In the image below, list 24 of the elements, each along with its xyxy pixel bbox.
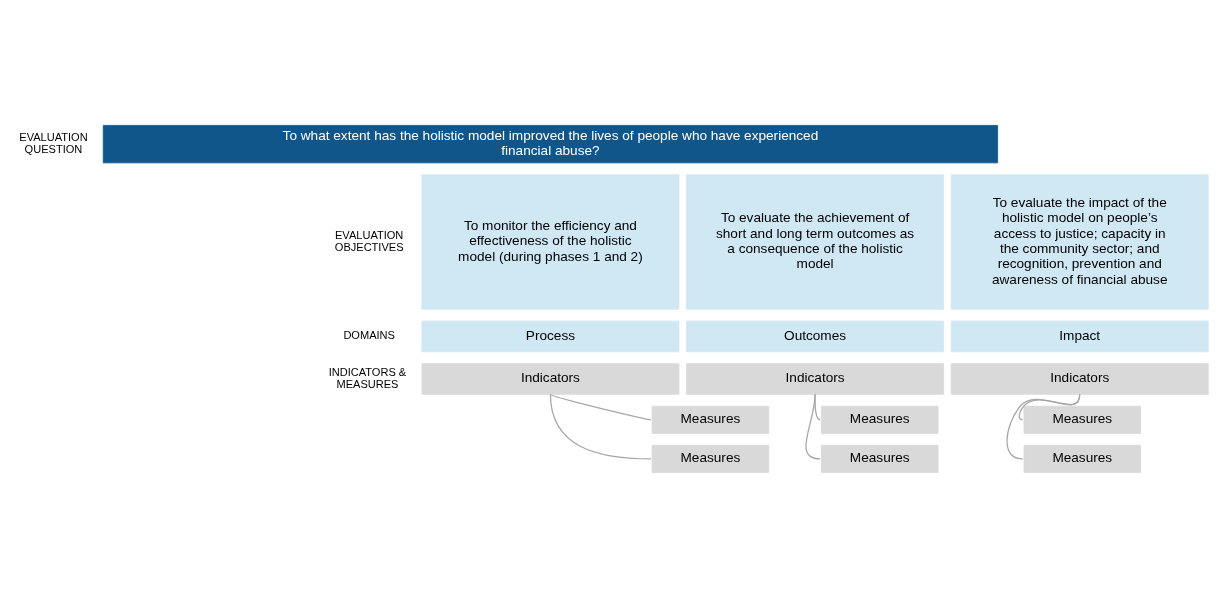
node-box: Measures — [821, 405, 939, 434]
node-box: Measures — [651, 444, 770, 473]
node-box: Measures — [821, 444, 939, 473]
node-box: Indicators — [686, 362, 944, 395]
label: EVALUATION OBJECTIVES — [334, 228, 404, 253]
node-box: To evaluate the achievement of short and long term outcomes as a consequence of the holistic model — [686, 173, 944, 310]
node-box: To what extent has the holistic model improved the lives of people who have experienced financial abuse? — [102, 124, 999, 163]
node-box: Measures — [651, 405, 770, 434]
connector — [549, 393, 652, 420]
node-box: Impact — [950, 320, 1209, 352]
node-box: Indicators — [421, 362, 680, 395]
node-box: To monitor the efficiency and effectiveness of the holistic model (during phases 1 and 2) — [421, 173, 680, 310]
connector — [1006, 393, 1081, 460]
connector — [549, 393, 652, 460]
label: INDICATORS & MEASURES — [328, 365, 407, 390]
label: EVALUATION QUESTION — [19, 130, 88, 155]
connector — [805, 393, 821, 460]
node-box: Outcomes — [686, 320, 944, 352]
node-box: To evaluate the impact of the holistic model on people’s access to justice; capacity in the community sector; and recognition, prevention and awareness of financial abuse — [950, 173, 1209, 310]
node-box: Process — [421, 320, 680, 352]
node-box: Indicators — [950, 362, 1209, 395]
label: DOMAINS — [343, 328, 395, 341]
node-box: Measures — [1023, 405, 1141, 434]
node-box: Measures — [1023, 444, 1141, 473]
